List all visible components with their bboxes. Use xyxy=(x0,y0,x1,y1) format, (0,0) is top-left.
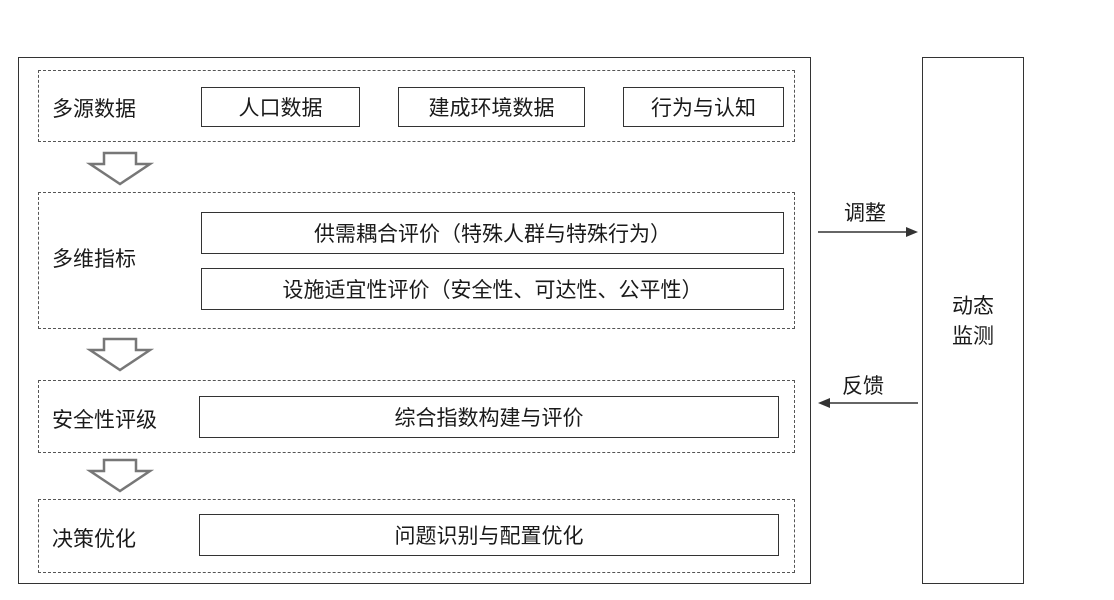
dynamic-monitoring-box: 动态 监测 xyxy=(922,57,1024,584)
safety-rating-group xyxy=(38,380,795,453)
feedback-arrow-icon xyxy=(818,398,918,408)
problem-identification-box: 问题识别与配置优化 xyxy=(199,514,779,556)
decision-label: 决策优化 xyxy=(52,527,136,551)
data-source-group xyxy=(38,70,795,142)
facility-suitability-evaluation-box: 设施适宜性评价（安全性、可达性、公平性） xyxy=(201,268,784,310)
population-data-box: 人口数据 xyxy=(201,87,360,127)
flow-down-arrow-icon xyxy=(85,337,155,372)
data-source-label: 多源数据 xyxy=(52,97,136,121)
indicators-label: 多维指标 xyxy=(52,247,136,271)
composite-index-box: 综合指数构建与评价 xyxy=(199,396,779,438)
feedback-label: 反馈 xyxy=(842,374,884,398)
framework-frame xyxy=(18,57,811,584)
adjust-arrow-icon xyxy=(818,227,918,237)
built-environment-data-box: 建成环境数据 xyxy=(398,87,585,127)
safety-rating-label: 安全性评级 xyxy=(52,408,157,432)
decision-group xyxy=(38,499,795,573)
supply-demand-evaluation-box: 供需耦合评价（特殊人群与特殊行为） xyxy=(201,212,784,254)
monitor-text-line1: 动态 xyxy=(952,293,994,318)
indicators-group xyxy=(38,192,795,329)
behavior-cognition-box: 行为与认知 xyxy=(623,87,784,127)
monitor-text-line2: 监测 xyxy=(952,323,994,348)
adjust-label: 调整 xyxy=(844,201,886,225)
flow-down-arrow-icon xyxy=(85,151,155,186)
flow-down-arrow-icon xyxy=(85,458,155,493)
